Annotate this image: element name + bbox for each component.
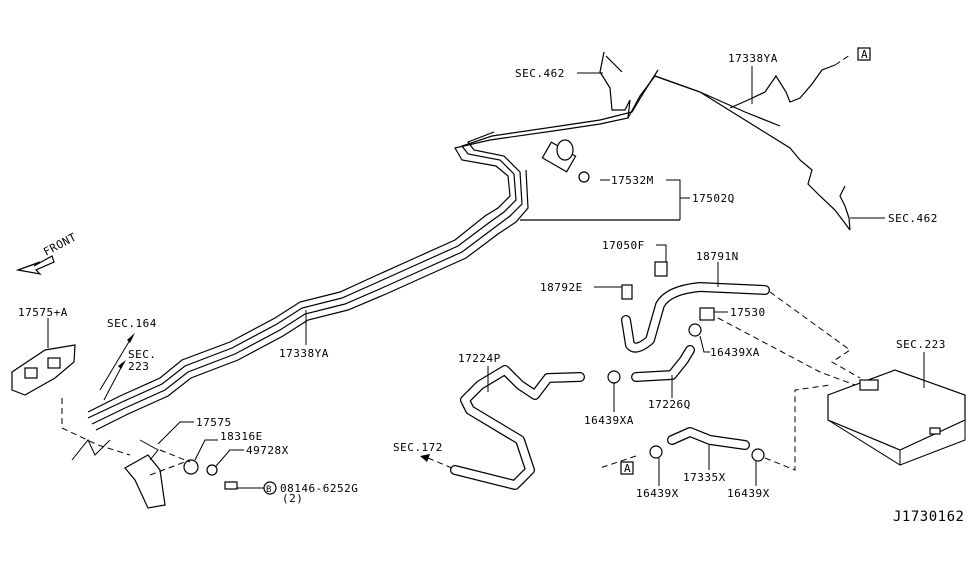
evap-canister xyxy=(827,369,966,466)
label-17335x: 17335X xyxy=(683,471,726,484)
label-16439xa-mid: 16439XA xyxy=(584,414,634,427)
connector-18792e xyxy=(621,284,633,300)
ref-marker-a-bottom: A xyxy=(620,461,634,475)
clamp-16439x-left xyxy=(649,445,663,459)
label-18792e: 18792E xyxy=(540,281,583,294)
label-sec223-left-1: SEC. xyxy=(128,348,157,361)
label-18316e: 18316E xyxy=(220,430,263,443)
label-16439xa-right: 16439XA xyxy=(710,346,760,359)
bracket-17575 xyxy=(124,439,166,509)
label-sec223-right: SEC.223 xyxy=(896,338,946,351)
label-16439x-left: 16439X xyxy=(636,487,679,500)
hose-17226q xyxy=(631,345,695,382)
hose-17335x xyxy=(667,427,750,450)
label-17338ya-top: 17338YA xyxy=(728,52,778,65)
bracket-17575a xyxy=(11,344,76,396)
label-17575: 17575 xyxy=(196,416,232,429)
bolt xyxy=(224,481,238,490)
fuel-line-bundle xyxy=(87,69,781,431)
label-17532m: 17532M xyxy=(611,174,654,187)
line-to-sec462 xyxy=(654,75,851,231)
label-bolt-qty: (2) xyxy=(282,492,303,505)
hose-18791n xyxy=(621,282,770,353)
clip-49728x xyxy=(206,464,218,476)
ref-marker-a-top: A xyxy=(857,47,871,61)
label-17050f: 17050F xyxy=(602,239,645,252)
label-sec164: SEC.164 xyxy=(107,317,157,330)
clamp-16439xa-right xyxy=(688,323,702,337)
label-sec223-left-2: 223 xyxy=(128,360,149,373)
label-16439x-right: 16439X xyxy=(727,487,770,500)
label-17224p: 17224P xyxy=(458,352,501,365)
valve-17050f xyxy=(654,261,668,277)
clamp-16439x-right xyxy=(751,448,765,462)
label-sec172: SEC.172 xyxy=(393,441,443,454)
label-17502q: 17502Q xyxy=(692,192,735,205)
svg-text:FRONT: FRONT xyxy=(41,230,79,258)
grommet-18316e xyxy=(183,459,199,475)
connector-17530 xyxy=(699,307,715,321)
bolt-marker-b: B xyxy=(263,481,277,495)
label-49728x: 49728X xyxy=(246,444,289,457)
label-sec462-right: SEC.462 xyxy=(888,212,938,225)
fuel-pressure-sensor xyxy=(541,139,590,183)
label-sec462-top: SEC.462 xyxy=(515,67,565,80)
clamp-16439xa-mid xyxy=(607,370,621,384)
label-17575a: 17575+A xyxy=(18,306,68,319)
label-bolt-part: 08146-6252G xyxy=(280,482,358,495)
label-17530: 17530 xyxy=(730,306,766,319)
front-arrow: FRONT xyxy=(15,230,79,275)
svg-text:A: A xyxy=(861,48,868,61)
svg-text:B: B xyxy=(266,485,272,495)
hose-17224p xyxy=(450,365,585,490)
label-18791n: 18791N xyxy=(696,250,739,263)
label-17226q: 17226Q xyxy=(648,398,691,411)
line-to-marker-a xyxy=(729,64,836,109)
label-17338ya-mid: 17338YA xyxy=(279,347,329,360)
diagram-id: J1730162 xyxy=(893,509,964,525)
svg-text:A: A xyxy=(624,462,631,475)
